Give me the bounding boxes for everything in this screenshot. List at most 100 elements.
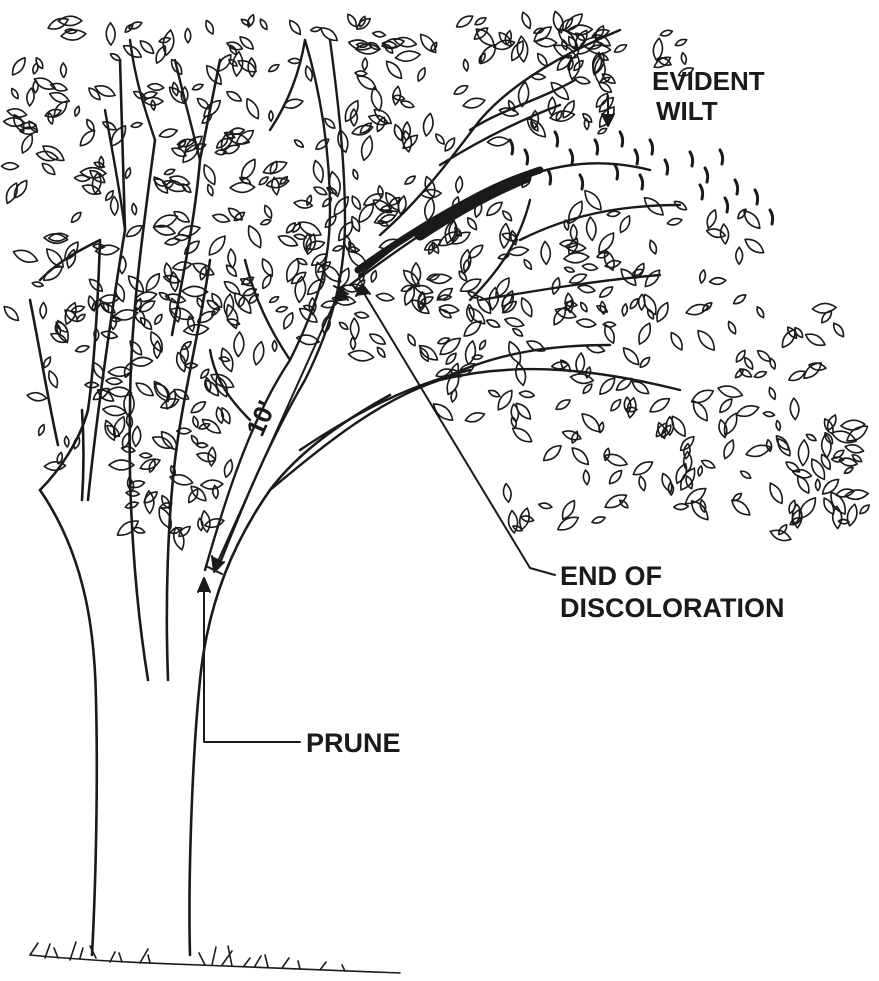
leaf <box>728 322 735 334</box>
leaf <box>599 82 612 92</box>
leaf <box>269 65 279 72</box>
leaf <box>198 518 203 530</box>
leaf <box>140 41 153 54</box>
leaf <box>202 420 220 433</box>
wilted-leaf <box>510 140 513 154</box>
leaf <box>313 161 323 183</box>
leaf <box>65 436 69 447</box>
wilted-leaf <box>640 175 643 189</box>
leaf <box>527 119 545 137</box>
leaf <box>675 39 686 45</box>
leaf <box>224 282 239 294</box>
end-of-discoloration-label-line2: DISCOLORATION <box>560 593 785 623</box>
leaf <box>351 337 356 349</box>
wilted-leaves <box>510 132 773 224</box>
leaf <box>611 400 621 411</box>
leaf <box>776 421 780 431</box>
leaf <box>718 386 742 397</box>
leaf <box>192 436 198 445</box>
leaf <box>521 516 534 522</box>
leaf <box>89 88 100 100</box>
leaf <box>650 399 670 412</box>
evident-wilt-label-line1: EVIDENT <box>652 66 765 96</box>
leaf <box>193 263 214 275</box>
leaf <box>607 211 620 216</box>
leaf <box>88 296 95 311</box>
leaf <box>535 38 556 47</box>
leaf <box>539 503 552 509</box>
leaf <box>754 372 766 378</box>
leaf <box>362 136 373 160</box>
leaf <box>463 98 485 108</box>
leaf <box>261 220 271 225</box>
leaf <box>387 61 402 78</box>
leaf <box>570 274 587 283</box>
wilted-leaf <box>615 165 618 179</box>
leaf <box>6 183 17 203</box>
leaf <box>213 485 218 498</box>
leaf <box>565 267 575 272</box>
leaf <box>464 321 481 336</box>
leaf <box>707 229 726 237</box>
leaf <box>36 151 58 160</box>
leaf <box>76 346 90 352</box>
leaf <box>111 197 119 216</box>
leaf <box>633 462 652 475</box>
leaf <box>405 176 415 184</box>
leaf <box>770 483 782 503</box>
leaf <box>620 216 629 233</box>
leaf <box>136 383 153 395</box>
leaf <box>87 119 94 130</box>
leaf <box>27 88 34 106</box>
leaf <box>667 218 682 225</box>
wilted-leaf <box>705 168 708 182</box>
leaf <box>511 417 516 428</box>
leaf <box>587 217 596 240</box>
leaf <box>132 204 137 215</box>
leaf <box>191 486 206 500</box>
wilted-leaf <box>525 150 528 164</box>
leaf <box>466 341 476 365</box>
leaf <box>734 295 746 304</box>
leaf <box>359 203 373 222</box>
leaf <box>610 470 622 483</box>
leaf <box>1 163 18 170</box>
leaf <box>789 371 805 380</box>
leaf <box>460 279 481 291</box>
leaf <box>99 295 119 303</box>
leaf <box>185 28 191 42</box>
end-of-discoloration-label-line1: END OF <box>560 561 662 591</box>
leaf <box>639 476 645 491</box>
leaf <box>598 128 607 133</box>
leaf <box>174 212 189 222</box>
leaf <box>262 259 272 277</box>
leaf <box>698 466 702 476</box>
leaf <box>122 433 129 448</box>
leaf <box>189 489 198 503</box>
leaf <box>106 23 115 45</box>
leaf <box>487 202 502 215</box>
leaf <box>42 164 55 175</box>
leaf <box>352 217 360 232</box>
leaf <box>106 378 122 385</box>
leaf <box>815 479 820 491</box>
leaf <box>736 350 745 362</box>
leaf <box>572 448 588 465</box>
leaf <box>204 165 215 185</box>
leaf <box>600 378 615 394</box>
leaf <box>736 247 743 264</box>
leaf <box>221 348 232 371</box>
leaf <box>519 391 534 397</box>
wilted-leaf <box>595 140 598 154</box>
leaf <box>736 406 759 416</box>
leaf <box>558 517 578 530</box>
leaf <box>48 113 53 124</box>
leaf <box>538 54 547 67</box>
leaf <box>201 369 209 378</box>
leaf <box>600 287 613 297</box>
leaf <box>248 15 254 27</box>
leaf <box>456 176 463 192</box>
leaf <box>401 101 414 107</box>
leaf <box>758 351 771 362</box>
leaf <box>475 18 486 25</box>
